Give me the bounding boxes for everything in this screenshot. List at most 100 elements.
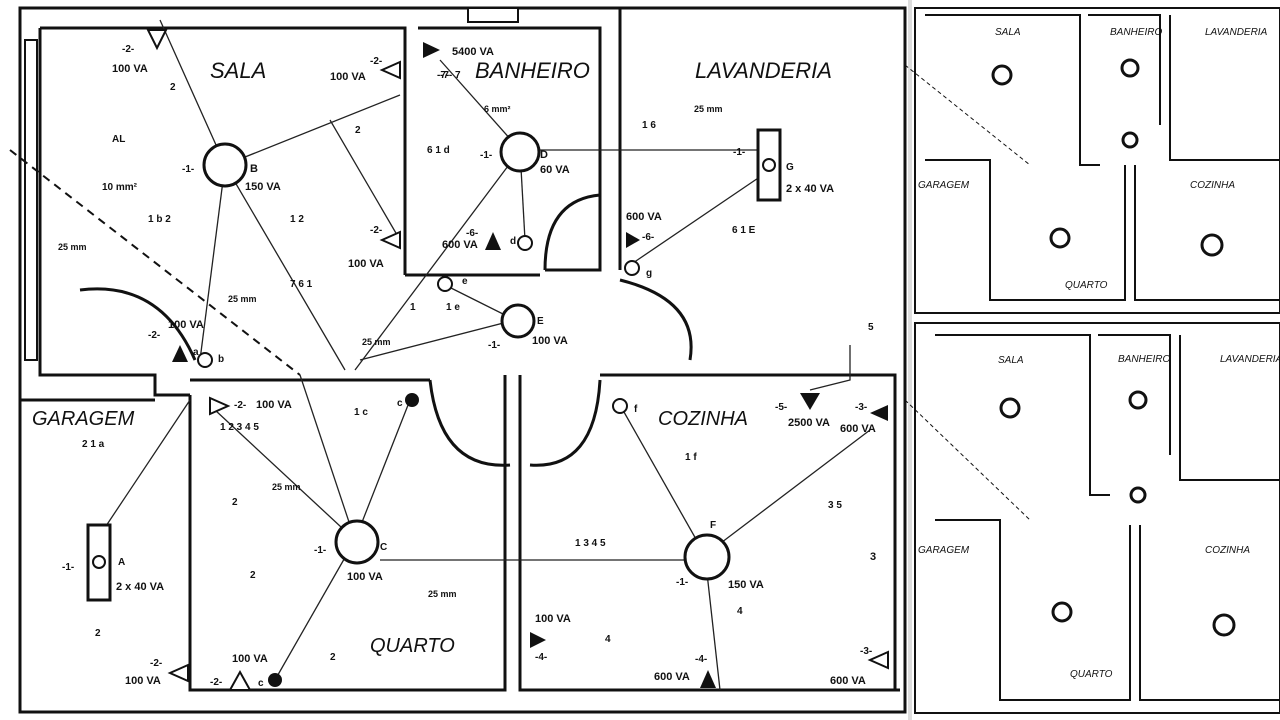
lamp-a-icon [92,555,106,569]
lamp-c [334,519,380,565]
door-banheiro [543,193,601,271]
outlet-cozinha-right-top-circuit: -3- [855,402,867,413]
outlet-cozinha-left-icon [530,632,546,648]
switch-d-letter: d [510,236,516,247]
tag-gar-1: 2 1 a [82,439,105,450]
outlet-shower-power: 5400 VA [452,46,494,58]
lamp-f-power: 150 VA [728,579,764,591]
outlet-sala-right2-circuit: -2- [370,225,382,236]
lamp-f-circuit: -1- [676,577,688,588]
switch-c2-letter: c [258,678,264,689]
wire-c-switch [354,399,411,541]
outer-wall [18,6,907,714]
lamp-b [202,142,248,188]
outlet-sala-right1-icon [379,60,401,80]
lamp-e-circuit: -1- [488,340,500,351]
tag-sala-4: 1 2 [290,214,304,225]
tag-quarto-1: 1 2 3 4 5 [220,422,259,433]
lamp-a-letter: A [118,557,125,568]
lamp-b-letter: B [250,163,258,175]
switch-g-icon [624,260,640,276]
switch-e-letter: e [462,276,468,287]
outlet-lavanderia-power: 600 VA [626,211,662,223]
lamp-a-circuit: -1- [62,562,74,573]
lamp-e [500,303,536,339]
wire-c-bottom [274,539,356,681]
wire-c-main [299,374,356,541]
wall-banheiro [418,26,602,272]
outlet-cozinha-bottom-power: 600 VA [654,671,690,683]
outlet-cozinha-right-bottom-icon [867,650,889,670]
tag-coz-3: 3 5 [828,500,842,511]
outlet-quarto-top-power: 100 VA [256,399,292,411]
lamp-b-circuit: -1- [182,164,194,175]
wire-b-down [224,164,346,371]
outlet-sala-bottom-power: 100 VA [168,319,204,331]
label-section-hall: 25 mm [362,337,391,347]
tag-sala-7: 1 e [446,302,460,313]
outlet-sala-right2-power: 100 VA [348,258,384,270]
outlet-sala-bottom-icon [172,345,188,362]
outlet-quarto-top-circuit: -2- [234,400,246,411]
outlet-cozinha-right-top-icon [870,405,888,421]
tag-sala-2: 2 [355,125,361,136]
tag-quarto-2: 1 c [354,407,368,418]
lamp-f-letter: F [710,520,716,531]
lamp-f [683,533,731,581]
lamp-e-power: 100 VA [532,335,568,347]
lamp-d-letter: D [540,149,548,161]
dashed-boundary [9,149,301,376]
tag-coz-1: 1 f [685,452,697,463]
lamp-c-power: 100 VA [347,571,383,583]
label-main-section: 10 mm² [102,182,138,193]
outlet-stove-icon [800,393,820,410]
outlet-sala-top-power: 100 VA [112,63,148,75]
switch-e-icon [437,276,453,292]
tag-coz-5: 4 [605,634,611,645]
outlet-cozinha-left-power: 100 VA [535,613,571,625]
tag-banh-2: 6 1 d [427,145,450,156]
tag-lav-1: 1 6 [642,120,656,131]
lamp-e-letter: E [537,316,544,327]
wire-b-right [224,94,401,166]
outlet-cozinha-bottom-circuit: -4- [695,654,707,665]
outlet-sala-top-circuit: -2- [122,44,134,55]
window-sala [24,39,38,361]
tag-sala-6: 1 [410,302,416,313]
lamp-c-letter: C [380,542,387,553]
outlet-garagem-circuit: -2- [150,658,162,669]
lamp-d-power: 60 VA [540,164,570,176]
wire-b-top [159,19,226,166]
outlet-cozinha-bottom-icon [700,670,716,688]
wall-quarto [188,375,507,692]
wire-sala-outlet [329,119,401,241]
lamp-g-circuit: -1- [733,147,745,158]
outlet-cozinha-left-circuit: -4- [535,652,547,663]
outlet-cozinha-right-top-power: 600 VA [840,423,876,435]
window-banheiro [467,7,519,23]
label-shower-section: 6 mm² [484,104,511,114]
outlet-cozinha-right-bottom-power: 600 VA [830,675,866,687]
tag-quarto-4: 2 [250,570,256,581]
outlet-sala-right2-icon [379,230,401,250]
wire-to-e [359,319,516,361]
wall-sala-left [38,28,190,397]
tag-sala-1: 2 [170,82,176,93]
lamp-d-circuit: -1- [480,150,492,161]
tag-sala-5: 7 6 1 [290,279,313,290]
outlet-quarto-top-icon [209,396,231,416]
switch-c2-icon [268,673,282,687]
wire-shower [439,59,521,151]
outlet-stove-power: 2500 VA [788,417,830,429]
outlet-garagem-power: 100 VA [125,675,161,687]
wire-to-d [354,149,521,371]
tag-coz-6: 5 [868,322,874,333]
label-section-lav: 25 mm [694,104,723,114]
room-lavanderia: LAVANDERIA [695,58,832,83]
switch-g-letter: g [646,268,652,279]
switch-c-icon [405,393,419,407]
tag-banh-1: -7- 7 [440,70,461,81]
lamp-g-letter: G [786,162,794,173]
outlet-sala-top-icon [146,29,168,51]
outlet-sala-right1-circuit: -2- [370,56,382,67]
